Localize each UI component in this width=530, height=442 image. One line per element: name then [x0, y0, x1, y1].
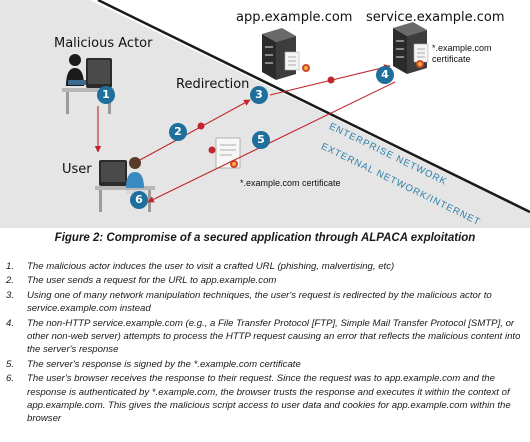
app-server-icon: [262, 28, 310, 80]
network-divider-line: [97, 0, 530, 214]
step-number: 1.: [6, 261, 15, 272]
step-badge-3: 3: [250, 86, 268, 104]
diagram-graphics: [0, 0, 530, 228]
response-certificate-label: *.example.com certificate: [240, 178, 341, 188]
arrow-user-to-app: [139, 99, 251, 161]
steps-list: 1. The malicious actor induces the user …: [6, 260, 526, 427]
step-number: 6.: [6, 373, 15, 385]
app-server-label: app.example.com: [236, 10, 353, 25]
step-badge-5: 5: [252, 131, 270, 149]
service-server-icon: [393, 22, 429, 74]
figure-caption: Figure 2: Compromise of a secured applic…: [54, 232, 476, 244]
arrow-response-to-user: [147, 81, 396, 203]
external-network-zone: [0, 0, 530, 228]
step-item: 1. The malicious actor induces the user …: [6, 260, 526, 273]
step-text: The non-HTTP service.example.com (e.g., …: [27, 317, 521, 356]
redirection-label: Redirection: [176, 77, 250, 92]
malicious-actor-workstation-icon: [62, 54, 114, 114]
step-text: The user's browser receives the response…: [27, 373, 511, 425]
step-badge-6: 6: [130, 191, 148, 209]
step-item: 6. The user's browser receives the respo…: [6, 372, 526, 426]
step-number: 2.: [6, 275, 15, 287]
step-item: 3. Using one of many network manipulatio…: [6, 289, 526, 316]
step-text: The user sends a request for the URL to …: [27, 275, 277, 287]
step-number: 5.: [6, 358, 15, 370]
step-text: The server's response is signed by the *…: [27, 358, 301, 370]
malicious-actor-label: Malicious Actor: [54, 36, 153, 51]
step-item: 5. The server's response is signed by th…: [6, 358, 526, 371]
step-badge-4: 4: [376, 66, 394, 84]
service-certificate-label: *.example.com certificate: [432, 43, 492, 64]
step-text: Using one of many network manipulation t…: [27, 289, 492, 315]
step-item: 2. The user sends a request for the URL …: [6, 274, 526, 287]
service-server-label: service.example.com: [366, 10, 505, 25]
step-text: The malicious actor induces the user to …: [27, 261, 395, 272]
step-badge-2: 2: [169, 123, 187, 141]
user-label: User: [62, 162, 92, 177]
step-number: 4.: [6, 317, 15, 329]
step-item: 4. The non-HTTP service.example.com (e.g…: [6, 317, 526, 357]
step-badge-1: 1: [97, 86, 115, 104]
alpaca-diagram: Malicious Actor User app.example.com ser…: [0, 0, 530, 228]
step-number: 3.: [6, 289, 15, 301]
malicious-payload-icons: [197, 76, 335, 154]
